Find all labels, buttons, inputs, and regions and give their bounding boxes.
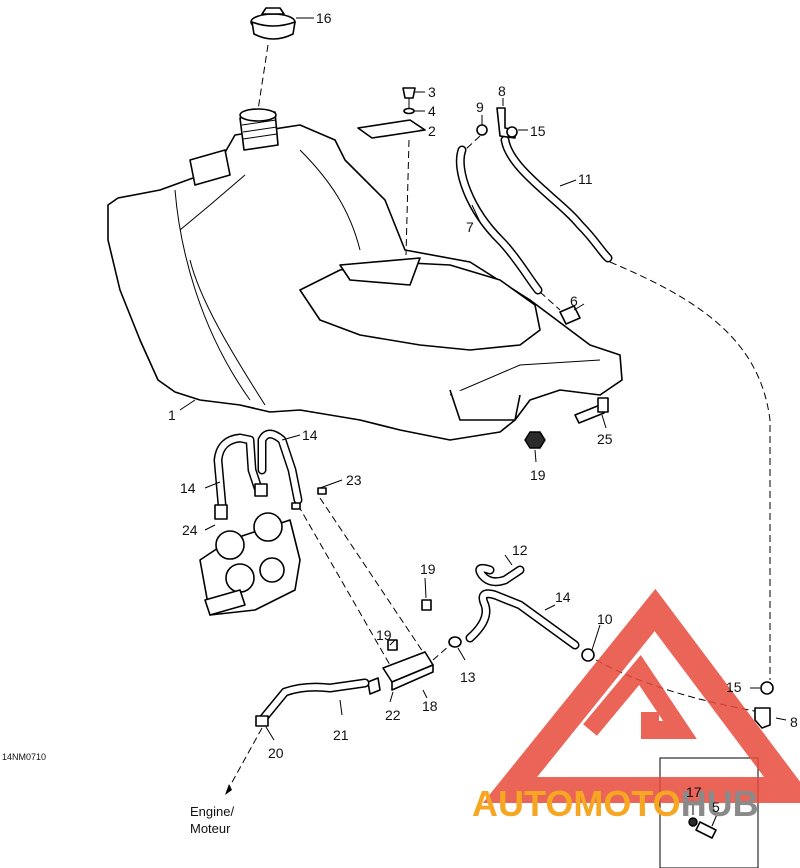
inset-parts	[688, 817, 717, 839]
callout-10: 10	[597, 611, 613, 627]
callout-12: 12	[512, 542, 528, 558]
callout-5: 16	[316, 10, 332, 26]
arrow-to-engine	[225, 784, 232, 795]
cap-dash-line	[257, 44, 269, 111]
callout-23: 23	[346, 472, 362, 488]
fuel-cap	[250, 7, 296, 40]
callout-15b: 15	[726, 679, 742, 695]
carburetors	[199, 483, 301, 616]
vent-hoses-top	[455, 107, 613, 325]
watermark-logo	[482, 588, 800, 803]
callout-25: 25	[597, 431, 613, 447]
callout-19c: 19	[376, 627, 392, 643]
callout-22: 22	[385, 707, 401, 723]
callout-3: 3	[428, 84, 436, 100]
callout-15a: 15	[530, 123, 546, 139]
callout-2: 2	[428, 123, 436, 139]
callout-19b: 19	[420, 561, 436, 577]
right-hoses	[448, 563, 595, 662]
drawing-code: 14NM0710	[2, 752, 46, 762]
callout-13: 13	[460, 669, 476, 685]
callout-20: 21	[333, 727, 349, 743]
callout-19a: 19	[530, 467, 546, 483]
callout-16: 5	[712, 799, 720, 815]
carburetor-hoses	[213, 429, 303, 510]
callout-11: 11	[578, 171, 593, 187]
callout-1: 1	[168, 407, 176, 423]
callout-14c: 14	[555, 589, 571, 605]
engine-hose	[255, 678, 370, 727]
bolt-and-nut	[524, 397, 609, 449]
callout-14a: 14	[302, 427, 318, 443]
callout-7: 7	[466, 219, 474, 235]
callout-4: 4	[428, 103, 436, 119]
inset-box	[659, 757, 759, 868]
callout-21: 20	[268, 745, 284, 761]
callout-8b: 8	[790, 714, 798, 730]
callout-18: 18	[422, 698, 438, 714]
access-plate	[357, 87, 426, 139]
callout-8a: 8	[498, 83, 506, 99]
leader-lines	[179, 17, 787, 827]
callout-14b: 14	[180, 480, 196, 496]
fuel-tank-seat-assembly	[107, 108, 623, 441]
fittings-bottom-right	[754, 681, 774, 729]
callout-24: 24	[182, 522, 198, 538]
engine-note-line2: Moteur	[190, 821, 231, 836]
callout-9: 9	[476, 99, 484, 115]
engine-note-line1: Engine/	[190, 804, 234, 819]
callout-6: 6	[570, 293, 578, 309]
callout-17: 17	[686, 784, 702, 800]
watermark-text: AUTOMOTOHUB	[472, 783, 759, 824]
callout-labels: 16 3 4 2 9 8 15 11 7 6 1 25 19 14 14 23 …	[168, 10, 798, 815]
valve-block	[367, 599, 434, 695]
